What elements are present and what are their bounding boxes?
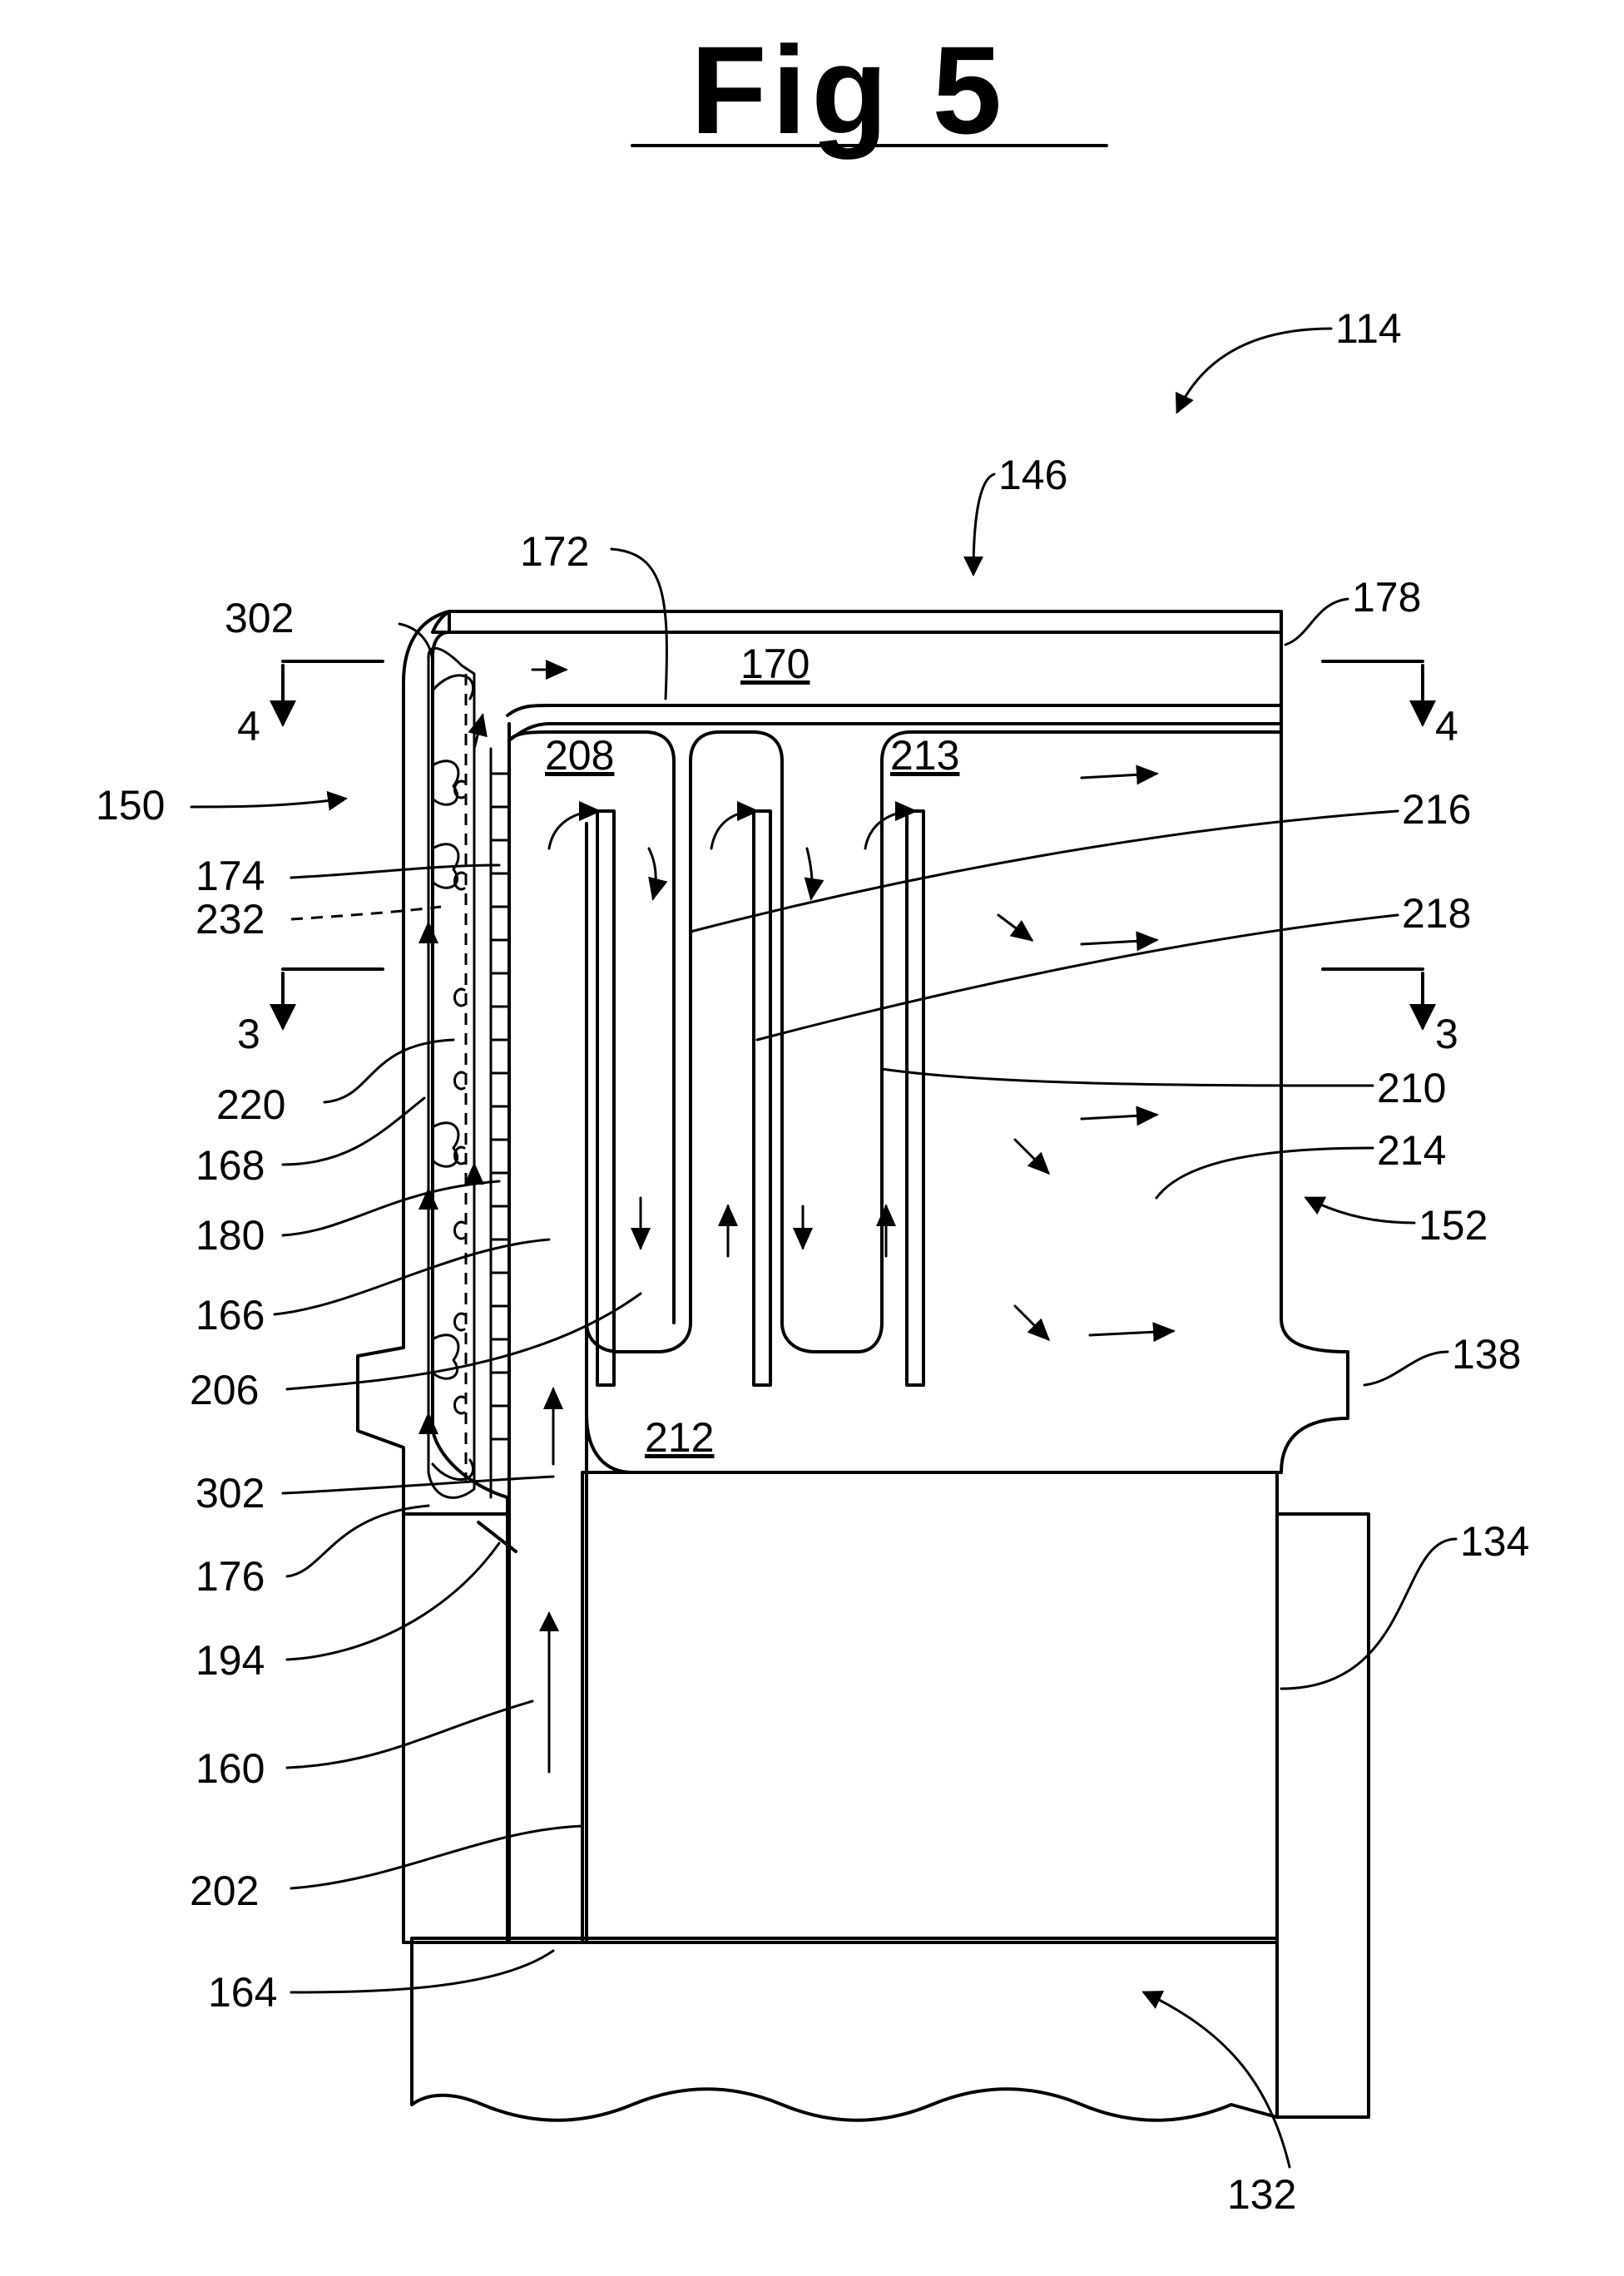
platform-132 bbox=[412, 1938, 1277, 2120]
label-146: 146 bbox=[998, 452, 1067, 498]
support-134 bbox=[1277, 1514, 1369, 2117]
label-232: 232 bbox=[196, 896, 265, 943]
label-172: 172 bbox=[520, 528, 589, 575]
label-176: 176 bbox=[196, 1553, 265, 1600]
label-302-bottom: 302 bbox=[196, 1470, 265, 1517]
inlet-passage-160 bbox=[509, 724, 587, 1942]
label-168: 168 bbox=[196, 1142, 265, 1189]
label-180: 180 bbox=[196, 1212, 265, 1259]
label-4-right: 4 bbox=[1435, 703, 1458, 750]
leader-lines bbox=[191, 329, 1456, 2167]
label-138: 138 bbox=[1452, 1331, 1521, 1378]
label-202: 202 bbox=[190, 1868, 259, 1914]
label-220: 220 bbox=[216, 1081, 285, 1128]
label-302-top: 302 bbox=[225, 595, 294, 641]
cross-over-holes-180 bbox=[478, 749, 516, 1551]
label-134: 134 bbox=[1460, 1518, 1529, 1565]
label-114: 114 bbox=[1335, 305, 1402, 352]
airfoil-outer-wall bbox=[358, 611, 1348, 1514]
label-164: 164 bbox=[208, 1969, 277, 2016]
label-166: 166 bbox=[196, 1292, 265, 1338]
label-4-left: 4 bbox=[237, 703, 260, 750]
section-lines bbox=[283, 661, 1423, 1027]
label-150: 150 bbox=[96, 782, 165, 829]
label-210: 210 bbox=[1377, 1065, 1446, 1111]
label-212: 212 bbox=[645, 1414, 714, 1461]
label-213: 213 bbox=[890, 732, 959, 779]
label-208: 208 bbox=[545, 732, 614, 779]
label-160: 160 bbox=[196, 1745, 265, 1792]
label-216: 216 bbox=[1402, 786, 1471, 833]
label-3-left: 3 bbox=[237, 1011, 260, 1057]
label-218: 218 bbox=[1402, 890, 1471, 937]
figure-title: Fig 5 bbox=[632, 20, 1107, 160]
label-152: 152 bbox=[1419, 1202, 1488, 1249]
reference-labels: 114 146 172 178 302 170 4 4 208 213 150 … bbox=[96, 305, 1529, 2218]
shank-block bbox=[404, 1472, 1277, 1942]
serpentine-channels bbox=[509, 732, 1281, 1472]
label-206: 206 bbox=[190, 1367, 259, 1413]
label-174: 174 bbox=[196, 853, 265, 899]
label-214: 214 bbox=[1377, 1127, 1446, 1174]
label-3-right: 3 bbox=[1435, 1011, 1458, 1057]
label-194: 194 bbox=[196, 1637, 265, 1684]
figure-title-text: Fig 5 bbox=[691, 20, 1007, 160]
label-178: 178 bbox=[1352, 574, 1421, 621]
label-132: 132 bbox=[1227, 2171, 1296, 2218]
label-170: 170 bbox=[740, 641, 810, 687]
